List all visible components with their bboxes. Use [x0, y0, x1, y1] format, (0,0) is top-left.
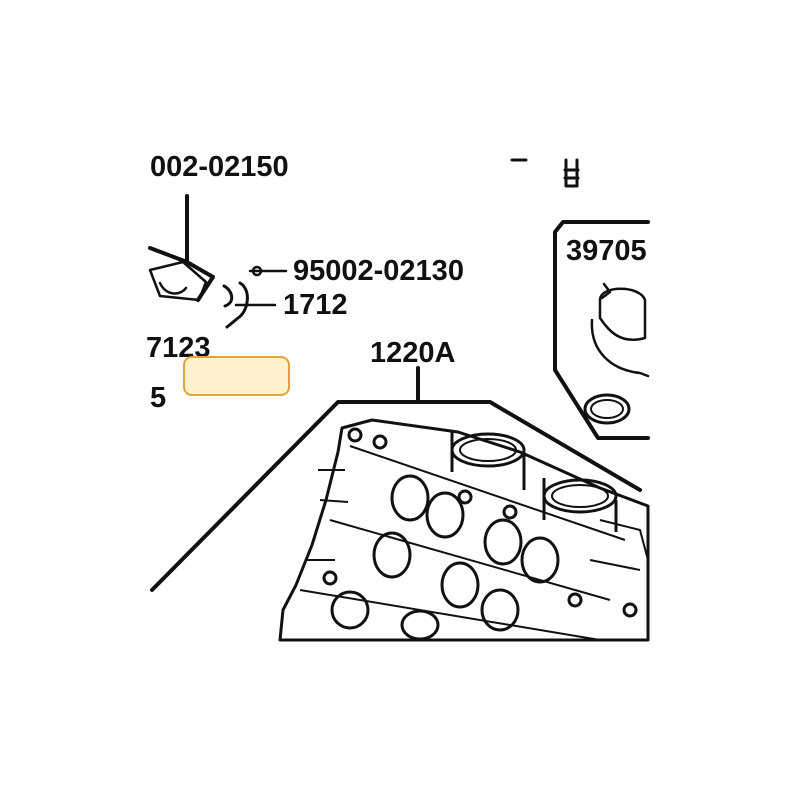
callout-95002-02150: 002-02150 — [150, 151, 289, 183]
callout-17121: 1712 — [283, 291, 348, 320]
inset-valve — [598, 287, 647, 341]
inset-o-ring — [583, 393, 631, 425]
callout-95002-02130: 95002-02130 — [293, 255, 464, 287]
bolt-top — [563, 158, 580, 188]
hose-fitting — [148, 260, 208, 302]
inset-frame — [553, 220, 650, 440]
cylinder-head — [278, 418, 650, 642]
highlight-box[interactable] — [183, 356, 290, 396]
leader-line-02150 — [148, 194, 189, 264]
elbow-hose — [222, 281, 249, 329]
callout-part-5: 5 — [150, 382, 167, 414]
callout-39705: 39705 — [566, 237, 647, 266]
leader-line-1220A — [150, 366, 420, 592]
callout-1220A: 1220A — [370, 337, 456, 369]
